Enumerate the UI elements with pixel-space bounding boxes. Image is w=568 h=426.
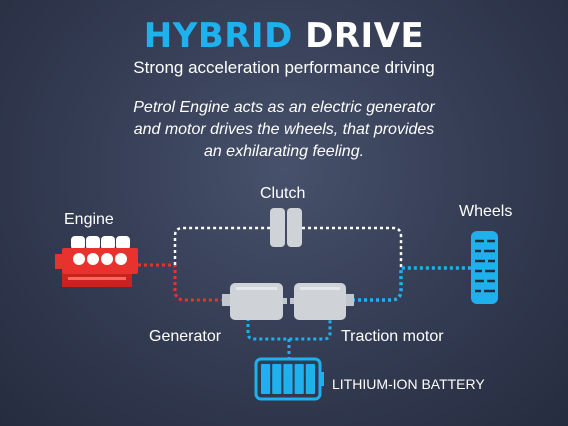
clutch-icon <box>270 208 302 247</box>
battery-cell <box>294 364 304 394</box>
engine-to-generator-path <box>138 263 228 302</box>
description: Petrol Engine acts as an electric genera… <box>84 97 484 163</box>
headline-hybrid: HYBRID <box>143 16 293 56</box>
traction-motor-icon <box>290 283 354 320</box>
subheadline: Strong acceleration performance driving <box>133 58 435 77</box>
battery-cells <box>261 364 315 394</box>
generator-icon <box>222 283 287 320</box>
battery-cell <box>272 364 282 394</box>
engine-icon <box>55 236 138 287</box>
generator-label: Generator <box>149 328 222 345</box>
battery-label: LITHIUM-ION BATTERY <box>332 376 485 392</box>
clutch-bypass-path <box>173 226 403 268</box>
headline: HYBRID DRIVE <box>0 14 568 58</box>
battery-cell <box>283 364 293 394</box>
battery-icon <box>254 357 324 401</box>
description-line: and motor drives the wheels, that provid… <box>133 121 435 138</box>
clutch-label: Clutch <box>260 185 306 202</box>
traction-motor-label: Traction motor <box>341 328 444 345</box>
battery-cell <box>261 364 271 394</box>
engine-label: Engine <box>64 211 114 228</box>
battery-cell <box>305 364 315 394</box>
battery-link-path <box>246 318 332 358</box>
description-line: Petrol Engine acts as an electric genera… <box>133 99 435 116</box>
headline-drive: DRIVE <box>305 16 425 56</box>
wheels-label: Wheels <box>459 203 513 220</box>
description-line: an exhilarating feeling. <box>203 143 365 160</box>
wheel-icon <box>471 231 498 304</box>
motor-to-wheels-path <box>346 266 472 302</box>
